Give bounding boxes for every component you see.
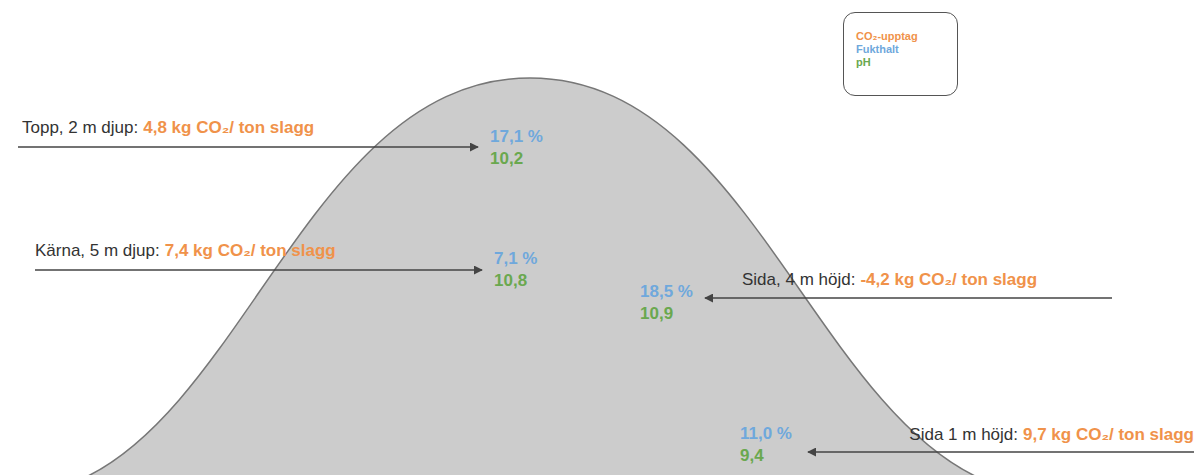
label-row: 10,2 bbox=[490, 149, 523, 169]
location-label: Kärna, 5 m djup: bbox=[35, 241, 160, 261]
location-label: Topp, 2 m djup: bbox=[22, 118, 138, 138]
label-row: 17,1 % bbox=[490, 127, 543, 147]
legend-color-sample: CO₂-upptag bbox=[856, 30, 957, 43]
leader-arrow bbox=[705, 297, 1112, 298]
label-row: Topp, 2 m djup:4,8 kg CO₂/ ton slagg bbox=[22, 118, 314, 138]
moisture-value: 11,0 % bbox=[740, 424, 792, 444]
legend-box: CO₂-upptagFukthaltpH bbox=[843, 12, 958, 96]
leader-arrow bbox=[808, 451, 1194, 452]
co2-uptake-value: 4,8 kg CO₂/ ton slagg bbox=[143, 118, 314, 138]
leader-arrow bbox=[18, 146, 478, 147]
label-row: Sida 1 m höjd:9,7 kg CO₂/ ton slagg bbox=[909, 425, 1194, 445]
location-label: Sida, 4 m höjd: bbox=[742, 270, 855, 290]
ph-value: 10,9 bbox=[640, 304, 673, 324]
moisture-value: 7,1 % bbox=[494, 249, 537, 269]
ph-value: 10,8 bbox=[494, 271, 527, 291]
label-row: Sida, 4 m höjd:-4,2 kg CO₂/ ton slagg bbox=[742, 270, 1037, 290]
legend-text: pH bbox=[856, 56, 871, 69]
label-row: 7,1 % bbox=[494, 249, 537, 269]
moisture-value: 18,5 % bbox=[640, 282, 693, 302]
ph-value: 9,4 bbox=[740, 446, 764, 466]
moisture-value: 17,1 % bbox=[490, 127, 543, 147]
legend-color-sample: pH bbox=[856, 56, 957, 69]
leader-arrow bbox=[35, 269, 482, 270]
co2-uptake-value: 7,4 kg CO₂/ ton slagg bbox=[165, 241, 336, 261]
label-row: 10,8 bbox=[494, 271, 527, 291]
co2-uptake-value: -4,2 kg CO₂/ ton slagg bbox=[860, 270, 1037, 290]
label-row: 11,0 % bbox=[740, 424, 792, 444]
legend-text: Fukthalt bbox=[856, 43, 899, 56]
ph-value: 10,2 bbox=[490, 149, 523, 169]
legend-text: CO₂-upptag bbox=[856, 30, 918, 43]
label-row: 9,4 bbox=[740, 446, 764, 466]
legend-color-sample: Fukthalt bbox=[856, 43, 957, 56]
location-label: Sida 1 m höjd: bbox=[909, 425, 1018, 445]
co2-uptake-value: 9,7 kg CO₂/ ton slagg bbox=[1023, 425, 1194, 445]
label-row: Kärna, 5 m djup:7,4 kg CO₂/ ton slagg bbox=[35, 241, 336, 261]
label-row: 10,9 bbox=[640, 304, 673, 324]
slag-pile bbox=[88, 78, 975, 475]
label-row: 18,5 % bbox=[640, 282, 693, 302]
